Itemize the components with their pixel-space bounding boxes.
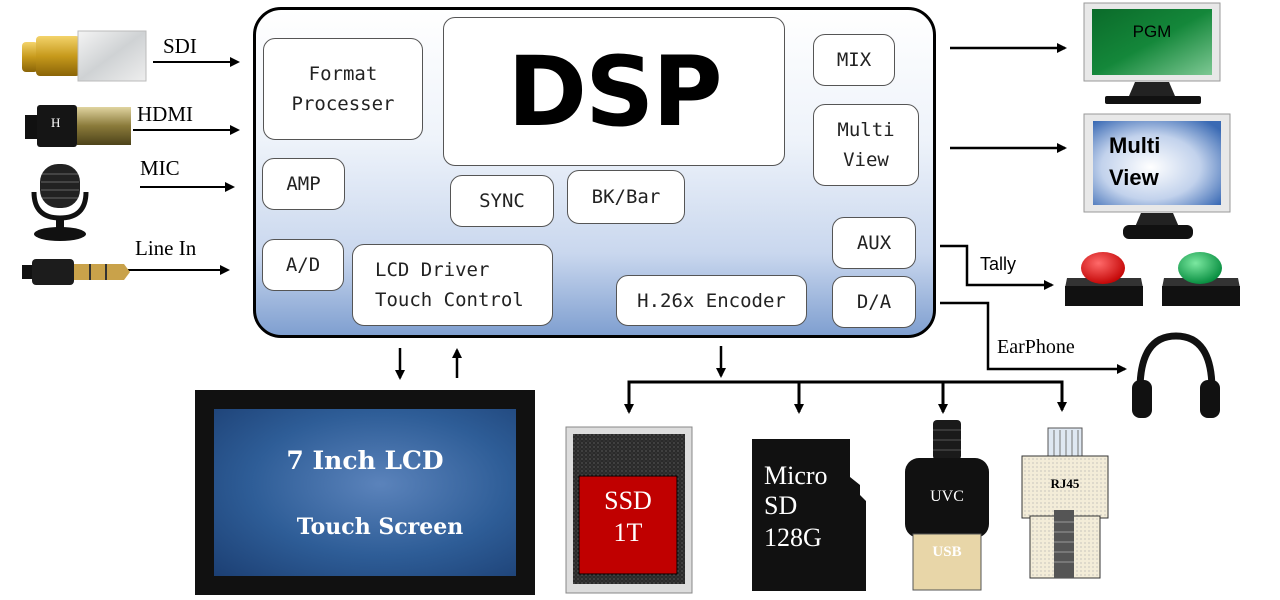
encoder-label: H.26x Encoder [637, 289, 786, 312]
lcd-driver-line1: LCD Driver [375, 259, 490, 281]
multiview-monitor-line2: View [1109, 165, 1159, 190]
tally-red-lamp-icon [1063, 246, 1145, 308]
ad-block: A/D [262, 239, 344, 291]
line-in-jack-icon [22, 257, 130, 287]
line-in-label: Line In [135, 236, 197, 260]
da-block: D/A [832, 276, 916, 328]
ssd-line2: 1T [613, 518, 643, 547]
headphones-icon [1128, 328, 1224, 422]
format-processer-block: Format Processer [263, 38, 423, 140]
tally-green-lamp-icon [1160, 246, 1242, 308]
hdmi-label: HDMI [137, 102, 193, 126]
mic-label: MIC [140, 156, 180, 180]
tally-line [940, 244, 1054, 290]
sdi-label: SDI [163, 34, 197, 58]
multi-view-line2: View [843, 149, 889, 171]
hdmi-connector-letter: H [51, 115, 61, 130]
earphone-line [940, 301, 1127, 374]
multiview-monitor-icon: Multi View [1083, 113, 1231, 241]
pgm-label: PGM [1132, 22, 1172, 41]
multi-view-block: Multi View [813, 104, 919, 186]
sync-block: SYNC [450, 175, 554, 227]
microsd-card-icon: Micro SD 128G [750, 437, 868, 593]
lcd-line2: Touch Screen [296, 514, 464, 540]
multi-view-line1: Multi [837, 119, 895, 141]
uvc-label: UVC [930, 488, 964, 505]
pgm-monitor-icon: PGM [1083, 2, 1223, 106]
usb-uvc-icon: UVC USB [903, 418, 991, 593]
dsp-title: DSP [507, 35, 722, 148]
rj45-label: RJ45 [1050, 476, 1080, 491]
lcd-driver-block: LCD Driver Touch Control [352, 244, 553, 326]
amp-label: AMP [286, 173, 321, 195]
sync-label: SYNC [479, 190, 525, 212]
rj45-connector-icon: RJ45 [1020, 426, 1110, 580]
mix-label: MIX [836, 49, 872, 71]
aux-block: AUX [832, 217, 916, 269]
microsd-line3: 128G [764, 523, 822, 552]
mix-block: MIX [813, 34, 895, 86]
earphone-label: EarPhone [997, 336, 1075, 358]
format-processer-line2: Processer [291, 93, 395, 115]
lcd-driver-line2: Touch Control [375, 289, 524, 311]
tally-label: Tally [980, 254, 1017, 274]
lcd-screen: 7 Inch LCD Touch Screen [195, 390, 535, 595]
bk-bar-block: BK/Bar [567, 170, 685, 224]
encoder-block: H.26x Encoder [616, 275, 807, 326]
aux-label: AUX [856, 232, 892, 254]
microphone-icon [28, 162, 94, 242]
da-label: D/A [856, 291, 892, 313]
hdmi-connector-icon: H [25, 103, 133, 149]
storage-bus [627, 380, 1067, 412]
microsd-line2: SD [764, 491, 798, 520]
lcd-line1: 7 Inch LCD [286, 446, 444, 475]
multiview-monitor-line1: Multi [1109, 133, 1161, 158]
dsp-core-block: DSP [443, 17, 785, 166]
format-processer-line1: Format [308, 63, 378, 85]
sdi-connector-icon [20, 28, 148, 84]
ad-label: A/D [285, 254, 321, 276]
ssd-icon: SSD 1T [565, 426, 693, 594]
usb-label: USB [932, 544, 962, 560]
microsd-line1: Micro [764, 461, 828, 490]
bk-bar-label: BK/Bar [591, 186, 661, 208]
amp-block: AMP [262, 158, 345, 210]
ssd-line1: SSD [604, 486, 652, 515]
